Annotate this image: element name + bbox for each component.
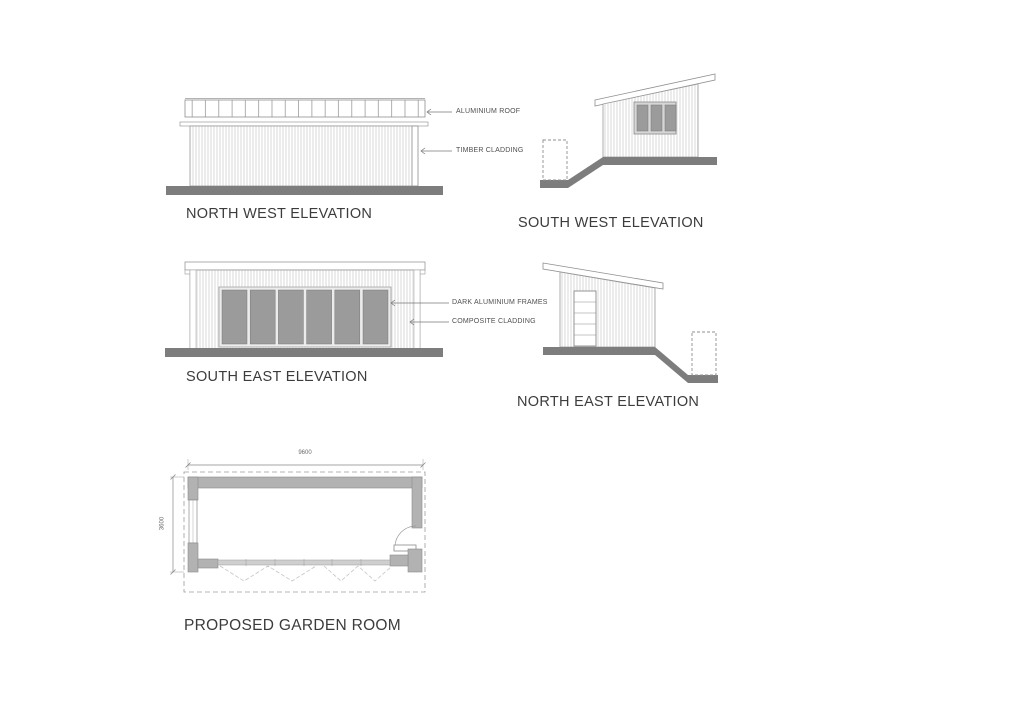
sw-window-pane: [650, 104, 663, 132]
north-east-elevation-drawing: [542, 262, 718, 383]
leader-arrow-icon: [409, 318, 415, 326]
plan-wall-left-lower: [187, 542, 199, 573]
dim-tick-icon: [185, 462, 191, 468]
se-door-panel: [221, 289, 248, 345]
se-annotation-composite-cladding: COMPOSITE CLADDING: [452, 318, 536, 325]
sw-window-pane: [636, 104, 649, 132]
nw-annotation-aluminium-roof: ALUMINIUM ROOF: [456, 108, 521, 115]
south-west-elevation-drawing: [540, 73, 717, 188]
sw-ground-upper: [603, 157, 717, 165]
dim-tick-icon: [170, 569, 176, 575]
se-door-panel: [362, 289, 389, 345]
nw-eaves-strip: [179, 121, 429, 127]
roof-overhang-outline: [183, 471, 426, 593]
leader-arrow-icon: [390, 299, 396, 307]
ne-ground-lower: [688, 375, 718, 383]
dim-tick-icon: [170, 474, 176, 480]
sw-ground-lower: [540, 180, 568, 188]
se-roof-fascia: [184, 261, 426, 271]
sw-window-pane: [664, 104, 677, 132]
ne-ground-upper: [543, 347, 655, 355]
nw-downpipe: [411, 125, 419, 187]
plan-wall-left-upper: [187, 476, 199, 501]
se-corner-post-right: [413, 269, 421, 351]
se-door-panel: [306, 289, 332, 345]
dim-tick-icon: [420, 462, 426, 468]
sw-ground-slope: [568, 157, 603, 188]
south-west-elevation-title: SOUTH WEST ELEVATION: [518, 215, 704, 231]
plan-width-dimension: 9600: [298, 450, 312, 456]
door-swing-arc: [394, 525, 417, 548]
ne-boundary-wall-pier: [691, 331, 717, 376]
sw-boundary-wall-pier: [542, 139, 568, 181]
se-corner-post-left: [189, 269, 197, 351]
plan-wall-right-lower: [407, 548, 423, 573]
leader-arrow-icon: [420, 147, 426, 155]
bifold-swing-left: [219, 565, 317, 582]
se-glazed-door-frame: [218, 286, 392, 348]
se-door-panel: [334, 289, 361, 345]
north-west-elevation-drawing: [166, 98, 452, 195]
floor-plan-drawing: [170, 459, 426, 593]
nw-roof-fascia: [184, 99, 426, 118]
north-west-elevation-title: NORTH WEST ELEVATION: [186, 206, 373, 222]
plan-wall-stub-left: [197, 558, 219, 569]
ne-ground-slope: [655, 347, 688, 383]
north-east-elevation-title: NORTH EAST ELEVATION: [517, 394, 700, 410]
se-annotation-dark-aluminium-frames: DARK ALUMINIUM FRAMES: [452, 299, 548, 306]
plan-wall-stub-right: [389, 554, 409, 567]
se-ground-bar: [165, 348, 443, 357]
se-door-panel: [249, 289, 276, 345]
nw-ground-bar: [166, 186, 443, 195]
south-east-elevation-drawing: [165, 261, 449, 357]
floor-plan-title: PROPOSED GARDEN ROOM: [184, 617, 401, 634]
nw-timber-clad-wall: [189, 125, 417, 187]
bifold-swing-right: [323, 565, 393, 582]
ne-mono-pitch-roof: [542, 262, 664, 290]
plan-wall-top: [187, 476, 423, 489]
plan-door-leaf: [393, 544, 417, 552]
plan-depth-dimension: 3600: [159, 516, 166, 531]
ne-door: [573, 290, 597, 347]
south-east-elevation-title: SOUTH EAST ELEVATION: [186, 369, 368, 385]
se-door-panel: [278, 289, 304, 345]
leader-arrow-icon: [426, 108, 432, 116]
nw-annotation-timber-cladding: TIMBER CLADDING: [456, 147, 524, 154]
plan-wall-right-upper: [411, 476, 423, 529]
sw-mono-pitch-roof: [594, 73, 716, 107]
